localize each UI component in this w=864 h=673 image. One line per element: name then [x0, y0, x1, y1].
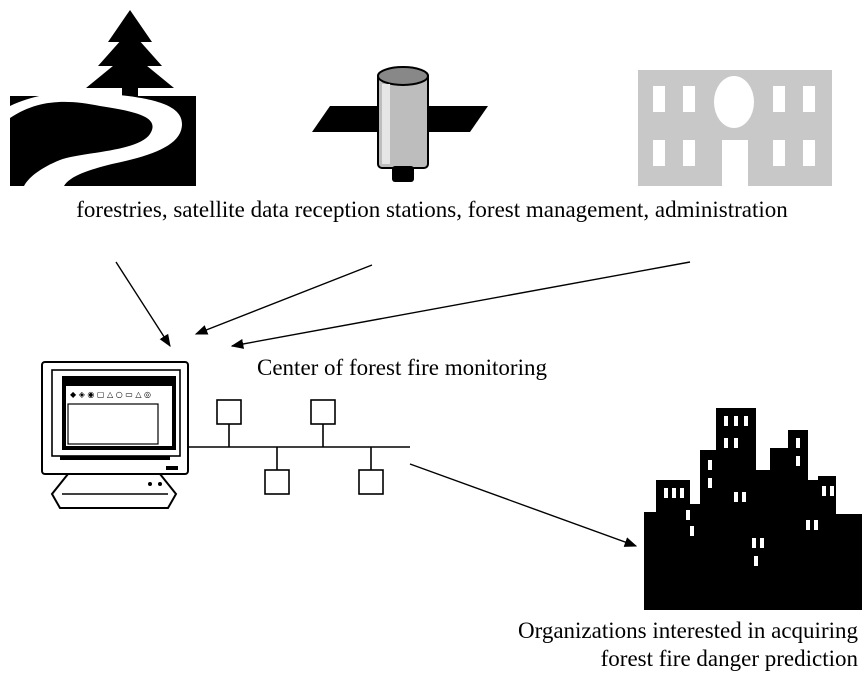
- computer-icon: ◆ ◈ ◉ ▢ △ ○ ▭ △ ◎: [41, 361, 189, 509]
- sources-caption: forestries, satellite data reception sta…: [76, 197, 788, 222]
- arrow-organizations: [409, 463, 638, 547]
- network-node: [358, 469, 384, 495]
- svg-text:◆ ◈ ◉ ▢ △ ○ ▭ △ ◎: ◆ ◈ ◉ ▢ △ ○ ▭ △ ◎: [70, 390, 151, 399]
- administration-building-icon: [638, 70, 832, 186]
- forest-river-icon: [10, 10, 196, 186]
- network-node: [310, 399, 336, 425]
- source-arrows: [115, 261, 691, 349]
- arrow-administration: [230, 261, 691, 349]
- city-buildings-icon: [644, 408, 862, 610]
- organizations-label: Organizations interested in acquiring fo…: [438, 617, 858, 673]
- center-label: Center of forest fire monitoring: [257, 355, 547, 380]
- network-node: [264, 469, 290, 495]
- organizations-label-line2: forest fire danger prediction: [600, 646, 858, 671]
- network-icon: [188, 399, 410, 495]
- satellite-icon: [312, 66, 488, 182]
- organizations-label-line1: Organizations interested in acquiring: [517, 618, 858, 643]
- network-node: [216, 399, 242, 425]
- arrow-satellite: [194, 264, 373, 335]
- arrow-forestries: [115, 261, 171, 348]
